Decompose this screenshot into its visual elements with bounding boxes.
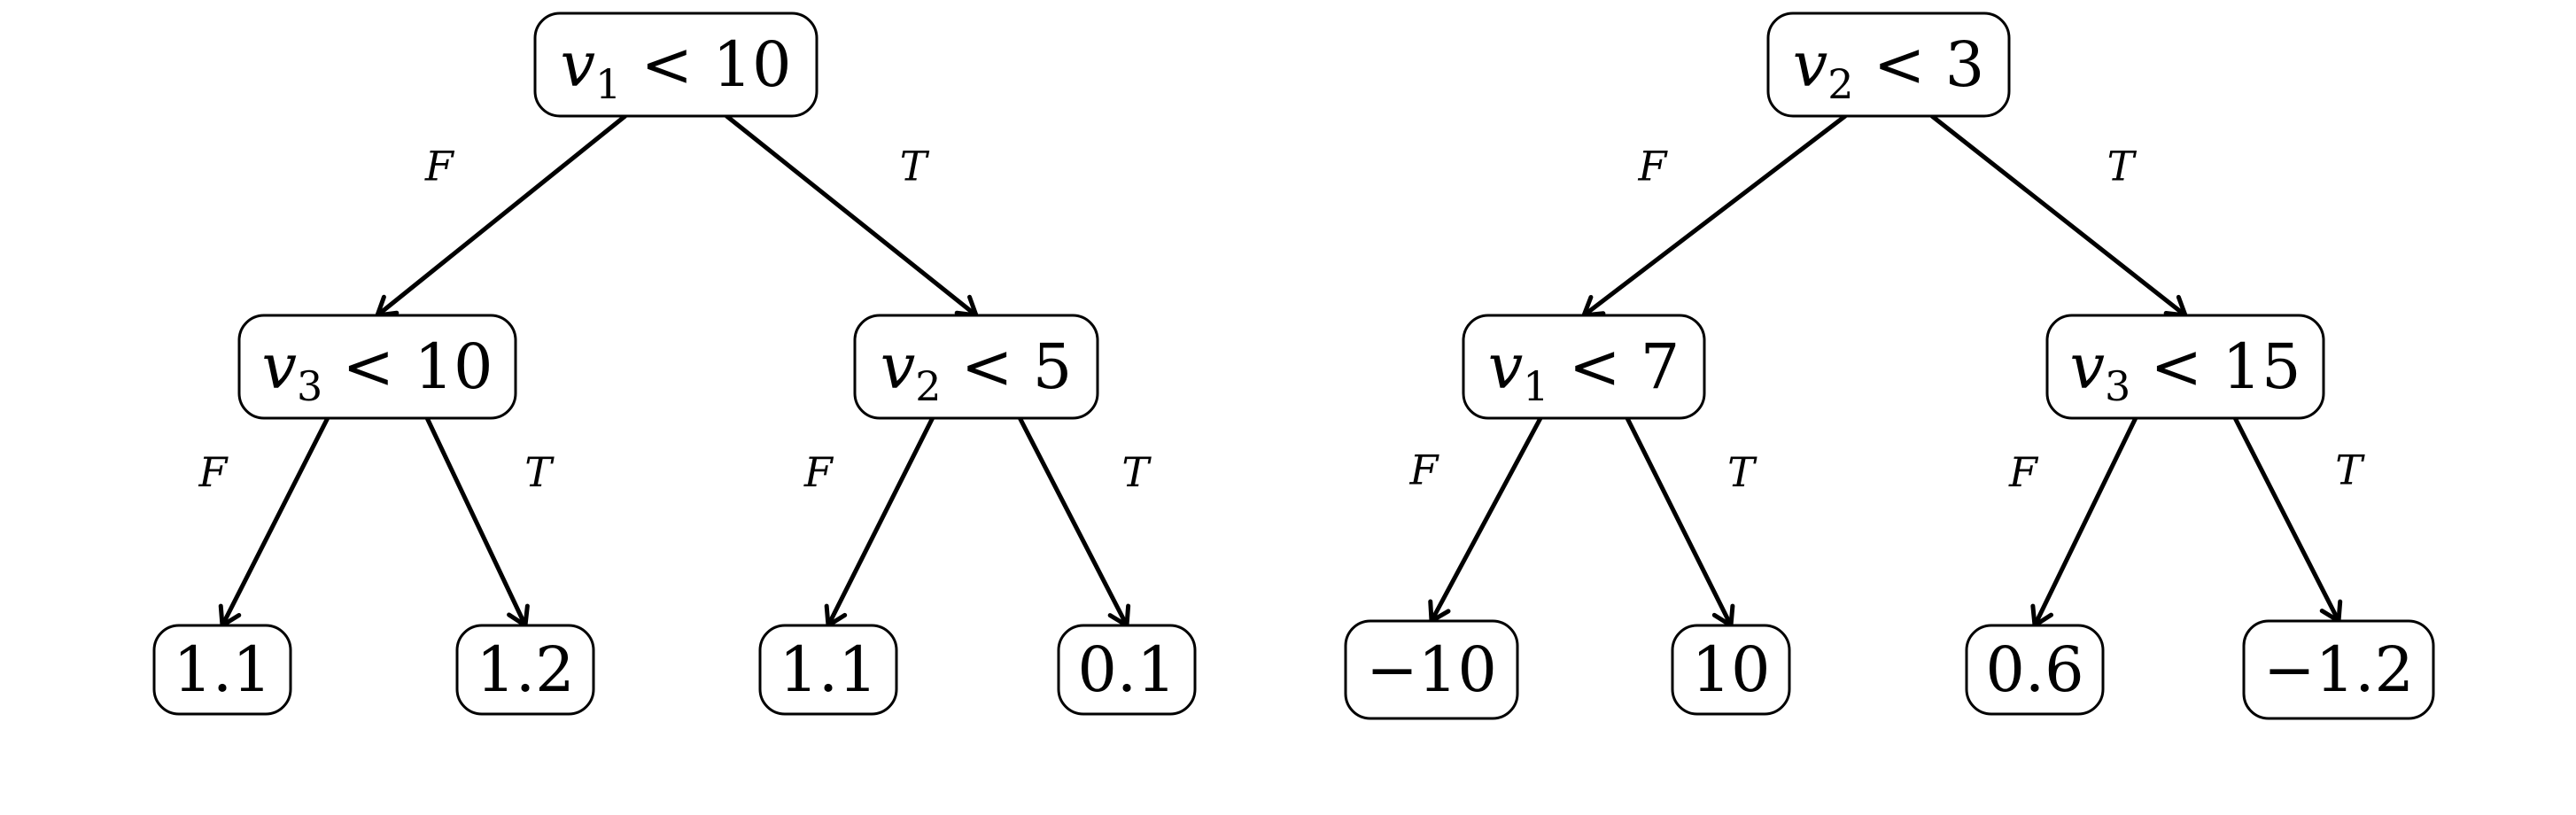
tree1-root-node-condition: < 10 — [621, 28, 791, 101]
tree2-edge-root-true-line — [1929, 113, 2188, 318]
tree1-right-node-box — [853, 314, 1099, 420]
tree1-leaf-3-box — [758, 624, 898, 716]
tree1-edge-right-false-line — [826, 415, 935, 628]
tree1-right-node-label: v2 < 5 — [881, 330, 1073, 410]
tree1-left-node-condition: < 10 — [322, 330, 493, 403]
tree2-edge-left-true: T — [1625, 415, 1757, 628]
tree1-left-node: v3 < 10 — [237, 314, 517, 420]
tree2-leaf-2-label: 10 — [1691, 633, 1770, 706]
tree1-leaf-1: 1.1 — [152, 624, 292, 716]
tree1-left-node-box — [237, 314, 517, 420]
tree2-edge-root-false-label: F — [1638, 143, 1669, 190]
tree1-edge-left-true-line — [424, 415, 528, 628]
tree2-right-node-variable: v — [2069, 330, 2105, 403]
tree1-root-node-box — [533, 12, 819, 118]
tree2-edge-root-true: T — [1929, 113, 2188, 318]
tree1-edge-right-true: T — [1017, 415, 1152, 628]
tree1-edge-root-true-line — [724, 113, 979, 318]
tree1-edge-root-true: T — [724, 113, 979, 318]
tree2-edge-right-false-line — [2032, 415, 2138, 628]
tree1-root-node-variable: v — [560, 28, 595, 101]
tree2-right-node: v3 < 15 — [2045, 314, 2325, 420]
tree1-edge-left-false-line — [220, 415, 330, 628]
tree2-edge-left-false: F — [1409, 415, 1543, 624]
tree1-edge-left-true: T — [424, 415, 555, 628]
tree2-left-node: v1 < 7 — [1462, 314, 1706, 420]
tree2-edge-root-false-line — [1581, 113, 1848, 318]
tree2-edge-root-true-label: T — [2107, 143, 2138, 190]
tree1-leaf-1-label: 1.1 — [173, 633, 271, 706]
tree2-leaf-3: 0.6 — [1965, 624, 2105, 716]
tree2-edge-left-false-label: F — [1409, 446, 1440, 494]
tree-edges: F T F T F T F T F T F T — [198, 113, 2365, 628]
tree2-edge-left-true-line — [1625, 415, 1734, 628]
tree2-left-node-subscript: 1 — [1523, 362, 1548, 410]
tree1-edge-right-false: F — [803, 415, 935, 628]
tree1-edge-left-true-label: T — [524, 448, 555, 496]
tree1-edge-right-true-label: T — [1121, 448, 1152, 496]
tree2-leaf-1-label: −10 — [1366, 633, 1497, 706]
tree1-leaf-2: 1.2 — [455, 624, 595, 716]
tree2-root-node-subscript: 2 — [1827, 60, 1853, 108]
tree1-edge-right-false-label: F — [803, 448, 834, 496]
tree1-right-node-variable: v — [881, 330, 916, 403]
tree2-root-node-box — [1766, 12, 2011, 118]
tree2-edge-right-true-line — [2232, 415, 2341, 624]
tree2-right-node-subscript: 3 — [2105, 362, 2130, 410]
tree1-leaf-3: 1.1 — [758, 624, 898, 716]
tree2-edge-left-false-line — [1429, 415, 1543, 624]
tree1-root-node-label: v1 < 10 — [560, 28, 791, 108]
tree1-leaf-1-box — [152, 624, 292, 716]
tree1-left-node-variable: v — [261, 330, 297, 403]
tree1-leaf-3-label: 1.1 — [779, 633, 877, 706]
tree2-root-node: v2 < 3 — [1766, 12, 2011, 118]
tree1-edge-root-false-label: F — [424, 143, 455, 190]
tree1-right-node: v2 < 5 — [853, 314, 1099, 420]
tree2-root-node-label: v2 < 3 — [1793, 28, 1985, 108]
tree2-right-node-box — [2045, 314, 2325, 420]
tree1-leaf-4-label: 0.1 — [1077, 633, 1175, 706]
tree1-leaf-2-box — [455, 624, 595, 716]
tree1-right-node-subscript: 2 — [915, 362, 941, 410]
tree2-leaf-4: −1.2 — [2242, 619, 2435, 720]
tree1-right-node-condition: < 5 — [942, 330, 1073, 403]
tree2-leaf-1-box — [1344, 619, 1519, 720]
tree2-leaf-4-label: −1.2 — [2263, 633, 2414, 706]
tree1-edge-right-true-line — [1017, 415, 1129, 628]
tree2-left-node-box — [1462, 314, 1706, 420]
tree2-edge-left-true-label: T — [1727, 448, 1757, 496]
tree2-root-node-condition: < 3 — [1854, 28, 1985, 101]
tree2-edge-right-true-label: T — [2335, 446, 2365, 494]
tree1-leaf-4-box — [1057, 624, 1197, 716]
tree1-edge-root-true-label: T — [900, 143, 930, 190]
tree1-edge-root-false: F — [375, 113, 628, 318]
tree2-left-node-variable: v — [1488, 330, 1524, 403]
tree2-leaf-1: −10 — [1344, 619, 1519, 720]
tree2-edge-right-false: F — [2008, 415, 2138, 628]
tree2-leaf-2: 10 — [1671, 624, 1791, 716]
tree1-leaf-4: 0.1 — [1057, 624, 1197, 716]
tree2-leaf-2-box — [1671, 624, 1791, 716]
tree1-left-node-subscript: 3 — [297, 362, 322, 410]
tree1-edge-left-false-label: F — [198, 448, 229, 496]
tree1-root-node-subscript: 1 — [595, 60, 621, 108]
tree1-edge-left-false: F — [198, 415, 330, 628]
tree2-leaf-4-box — [2242, 619, 2435, 720]
tree2-right-node-label: v3 < 15 — [2069, 330, 2301, 410]
tree2-leaf-3-box — [1965, 624, 2105, 716]
tree1-root-node: v1 < 10 — [533, 12, 819, 118]
tree1-edge-root-false-line — [375, 113, 628, 318]
tree1-left-node-label: v3 < 10 — [261, 330, 493, 410]
tree2-root-node-variable: v — [1793, 28, 1828, 101]
tree2-left-node-condition: < 7 — [1549, 330, 1680, 403]
tree2-edge-root-false: F — [1581, 113, 1848, 318]
tree2-leaf-3-label: 0.6 — [1985, 633, 2083, 706]
tree2-edge-right-true: T — [2232, 415, 2365, 624]
tree2-left-node-label: v1 < 7 — [1488, 330, 1680, 410]
tree1-leaf-2-label: 1.2 — [476, 633, 574, 706]
tree2-right-node-condition: < 15 — [2130, 330, 2301, 403]
tree2-edge-right-false-label: F — [2008, 448, 2039, 496]
